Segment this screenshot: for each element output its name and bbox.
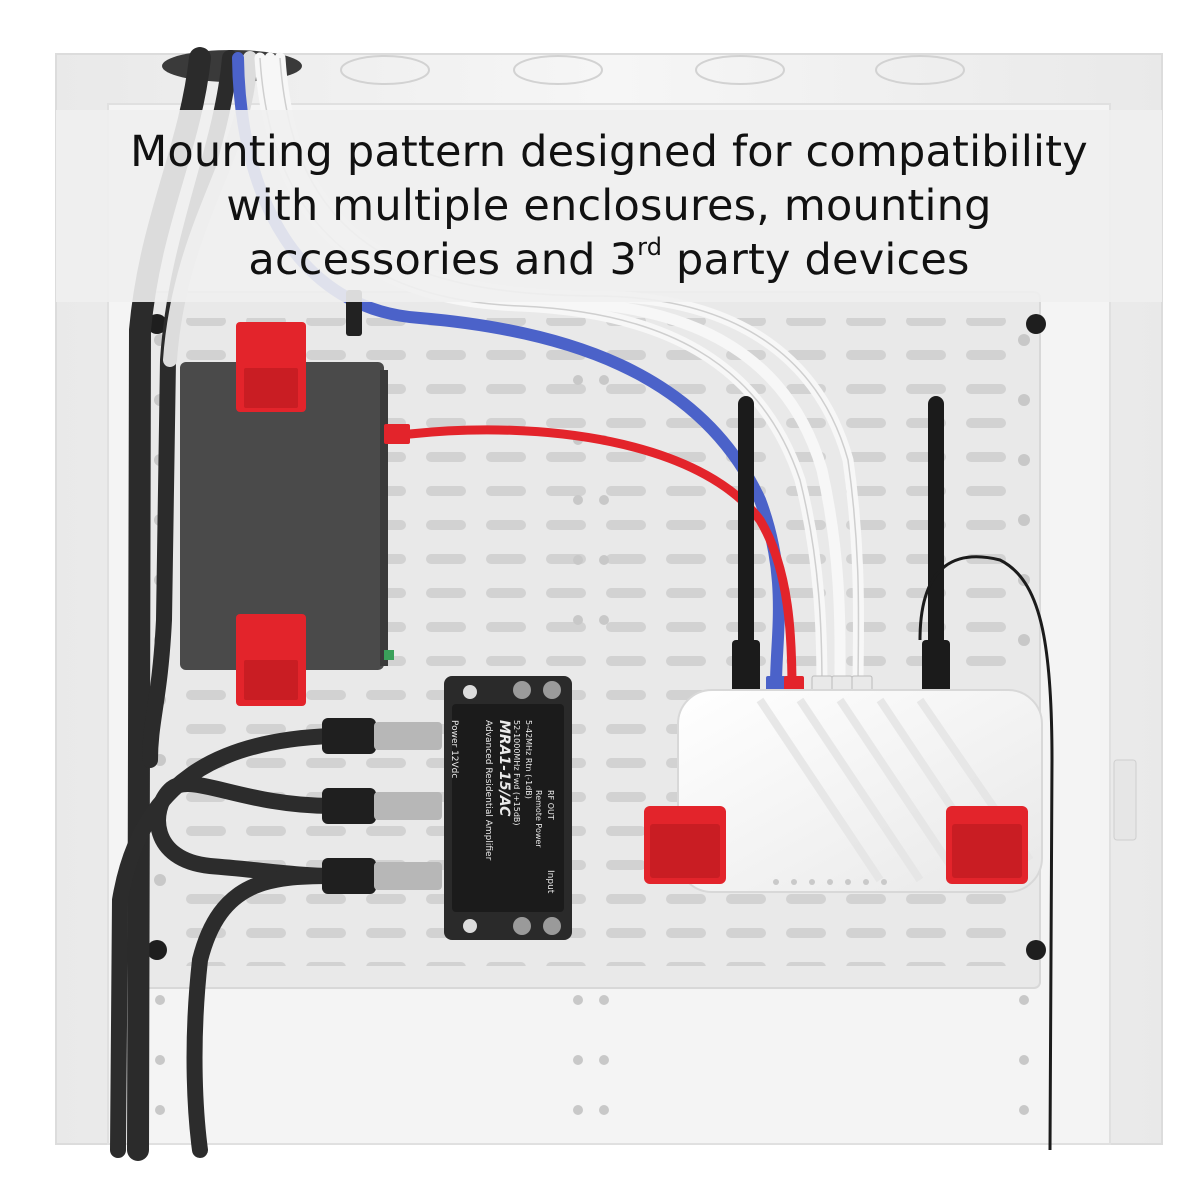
amp-model: MRA1-15/AC	[496, 720, 512, 817]
amp-spec-fwd: 52-1000MHz Fwd (+15dB)	[512, 720, 521, 826]
amp-remote-power: Remote Power	[534, 790, 543, 848]
amp-spec-rtn: 5-42MHz Rtn (-1dB)	[524, 720, 533, 799]
caption-ordinal-suffix: rd	[637, 232, 663, 261]
coax-cables	[110, 728, 340, 1158]
amp-rf-out: RF OUT	[546, 790, 555, 820]
caption-line-1: Mounting pattern designed for compatibil…	[130, 127, 1088, 177]
caption-line-3-after: party devices	[662, 235, 970, 285]
coax-connectors	[322, 718, 442, 894]
amp-title: Advanced Residential Amplifier	[483, 720, 493, 861]
network-switch	[180, 322, 410, 706]
feature-caption: Mounting pattern designed for compatibil…	[56, 110, 1162, 302]
amp-input: Input	[545, 870, 555, 894]
amp-power: Power 12Vdc	[449, 720, 459, 778]
amplifier-label: Advanced Residential Amplifier MRA1-15/A…	[449, 720, 555, 894]
caption-line-2: with multiple enclosures, mounting	[226, 181, 992, 231]
wifi-router	[644, 689, 1043, 893]
rf-amplifier	[444, 676, 572, 940]
router-antennas	[732, 396, 950, 700]
caption-line-3: accessories and 3rd party devices	[248, 233, 969, 287]
caption-line-3-before: accessories and 3	[248, 235, 638, 285]
top-knockouts	[340, 55, 965, 85]
router-power-cable	[918, 555, 1054, 1151]
side-latch	[1113, 759, 1137, 841]
